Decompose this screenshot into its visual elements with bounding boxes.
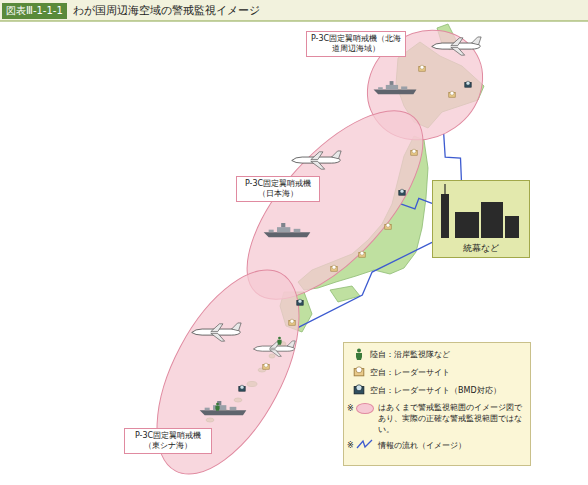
note-mark: ※ (347, 404, 354, 414)
legend-text: 空自：レーダーサイト (370, 367, 526, 378)
legend-text: 陸自：沿岸監視隊など (370, 349, 526, 360)
coastal-unit-icon (356, 349, 362, 361)
aircraft-label: P-3C固定翼哨戒機（東シナ海） (124, 428, 212, 454)
radar-site (289, 319, 295, 325)
coastal-unit (277, 337, 281, 345)
p3c-plane (292, 151, 341, 169)
p3c-plane (432, 37, 481, 55)
figure-title: わが国周辺海空域の警戒監視イメージ (73, 3, 260, 18)
radar-site (385, 223, 391, 229)
radar-bmd (297, 299, 303, 305)
shikoku (330, 286, 360, 302)
building (455, 212, 479, 238)
antenna (444, 184, 445, 194)
radar-site (411, 149, 417, 155)
aircraft (192, 37, 481, 356)
radar-site (263, 363, 269, 369)
title-rule (0, 21, 588, 22)
note-mark: ※ (347, 441, 354, 451)
surveillance-area: P-3C固定翼哨戒機（東シナ海） (114, 258, 342, 485)
aircraft-label: P-3C固定翼哨戒機（北海道周辺海域） (306, 31, 406, 57)
building (481, 202, 503, 238)
ship (374, 81, 417, 94)
radar-bmd (239, 385, 245, 391)
radar-bmd-icon (354, 385, 364, 394)
info-flow-line (401, 198, 432, 209)
legend-swatch (356, 403, 374, 414)
coastal-unit (215, 403, 219, 411)
legend-text: 情報の流れ（イメージ） (378, 440, 526, 451)
ships (200, 81, 417, 415)
aircraft (253, 341, 295, 356)
radar-site (359, 251, 365, 257)
tower (441, 194, 449, 238)
title-bar (0, 0, 588, 21)
radar-site-icon (354, 367, 364, 376)
building (505, 216, 519, 238)
radar-site (331, 265, 337, 271)
legend-text: はあくまで警戒監視範囲のイメージ図であり、実際の正確な警戒監視範囲ではない。 (378, 402, 526, 435)
figure-number: 図表Ⅲ-1-1-1 (2, 3, 67, 19)
legend-icons (354, 349, 372, 449)
hq-buildings (441, 184, 519, 238)
info-flow-icon (357, 440, 372, 448)
radar-bmd (465, 81, 471, 87)
p3c-plane (192, 323, 241, 341)
hq-label: 統幕など (433, 242, 529, 254)
radar-site (449, 91, 455, 97)
info-flow-line (444, 134, 462, 180)
radar-bmd (399, 189, 405, 195)
legend-text: 空自：レーダーサイト（BMD対応） (370, 385, 526, 396)
ship (264, 223, 311, 237)
ship (200, 401, 247, 415)
radar-site (419, 65, 425, 71)
aircraft-label: P-3C固定翼哨戒機（日本海） (236, 176, 320, 202)
